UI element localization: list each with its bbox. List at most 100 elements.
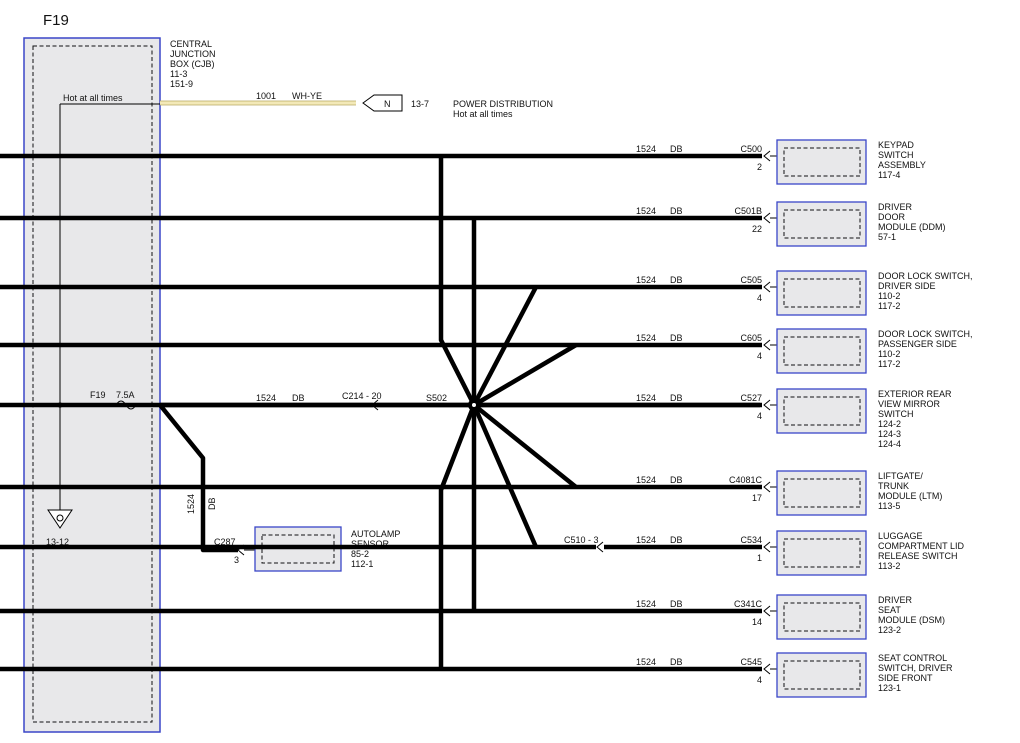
- branch-color: DB: [670, 393, 683, 403]
- branch-circuit: 1524: [636, 144, 656, 154]
- component-label-line: 123-1: [878, 683, 901, 693]
- branch-pin: 2: [757, 162, 762, 172]
- branch-wire: [472, 343, 578, 407]
- component-label-line: 123-2: [878, 625, 901, 635]
- component-label-line: DOOR LOCK SWITCH,: [878, 271, 973, 281]
- connector-icon: [763, 150, 771, 162]
- component-label-line: SWITCH: [878, 409, 914, 419]
- branch-color: DB: [670, 657, 683, 667]
- n-connector-label: N: [384, 99, 391, 109]
- component-box: [776, 139, 867, 185]
- component-label-line: LIFTGATE/: [878, 471, 923, 481]
- branch-color: DB: [670, 206, 683, 216]
- connector-icon: [763, 541, 771, 553]
- branch-connector: C545: [740, 657, 762, 667]
- branch-wire: [472, 403, 578, 489]
- main-wire-color: DB: [292, 393, 305, 403]
- component-label-line: 110-2: [878, 349, 900, 359]
- branch-connector: C605: [740, 333, 762, 343]
- cjb-box: [23, 37, 161, 733]
- branch-pin: 17: [752, 493, 762, 503]
- component-label-line: 124-3: [878, 429, 901, 439]
- branch-color: DB: [670, 475, 683, 485]
- cjb-label-line: JUNCTION: [170, 49, 216, 59]
- branch-color: DB: [670, 599, 683, 609]
- branch-connector: C505: [740, 275, 762, 285]
- autolamp-wire-color: DB: [207, 497, 217, 510]
- n-page-ref: 13-7: [411, 99, 429, 109]
- branch-circuit: 1524: [636, 206, 656, 216]
- component-label-line: 113-2: [878, 561, 900, 571]
- autolamp-connector: C287: [214, 537, 236, 547]
- component-label-line: VIEW MIRROR: [878, 399, 940, 409]
- branch-pin: 4: [757, 675, 762, 685]
- component-label-line: DRIVER SIDE: [878, 281, 936, 291]
- component-label-line: DOOR: [878, 212, 906, 222]
- inline-connector-label: C510 - 3: [564, 535, 599, 545]
- branch-connector: C341C: [734, 599, 763, 609]
- branch-circuit: 1524: [636, 475, 656, 485]
- component-label-line: 124-2: [878, 419, 901, 429]
- component-label-line: 117-2: [878, 301, 900, 311]
- autolamp-label-line: 85-2: [351, 549, 369, 559]
- component-label-line: TRUNK: [878, 481, 909, 491]
- cjb-label: CENTRAL JUNCTION BOX (CJB) 11-3 151-9: [170, 39, 216, 89]
- component-label-line: 113-5: [878, 501, 900, 511]
- component-label-line: 110-2: [878, 291, 900, 301]
- inline-connector-icon: [596, 541, 604, 553]
- connector-icon: [763, 399, 771, 411]
- component-label-line: DOOR LOCK SWITCH,: [878, 329, 973, 339]
- component-box: [776, 594, 867, 640]
- component-label-line: SEAT CONTROL: [878, 653, 947, 663]
- component-label-line: DRIVER: [878, 595, 913, 605]
- component-box: [776, 652, 867, 698]
- power-distribution-label: POWER DISTRIBUTION: [453, 99, 553, 109]
- branch-circuit: 1524: [636, 657, 656, 667]
- branch-pin: 4: [757, 351, 762, 361]
- branch-circuit: 1524: [636, 393, 656, 403]
- branch-wire: [438, 156, 477, 407]
- component-label-line: EXTERIOR REAR: [878, 389, 952, 399]
- branch-circuit: 1524: [636, 535, 656, 545]
- branch-color: DB: [670, 275, 683, 285]
- component-label-line: 57-1: [878, 232, 896, 242]
- splice-label: S502: [426, 393, 447, 403]
- component-label-line: 117-2: [878, 359, 900, 369]
- autolamp-pin: 3: [234, 555, 239, 565]
- component-label-line: DRIVER: [878, 202, 913, 212]
- branch-wire: [471, 404, 539, 548]
- branch-connector: C501B: [734, 206, 762, 216]
- component-label-line: KEYPAD: [878, 140, 914, 150]
- autolamp-label-line: SENSOR: [351, 539, 390, 549]
- hot-at-all-times-label: Hot at all times: [63, 93, 123, 103]
- cjb-label-line: 151-9: [170, 79, 193, 89]
- main-wire-circuit: 1524: [256, 393, 276, 403]
- component-label-line: SWITCH, DRIVER: [878, 663, 953, 673]
- component-label-line: COMPARTMENT LID: [878, 541, 965, 551]
- branch-circuit: 1524: [636, 275, 656, 285]
- branch-color: DB: [670, 535, 683, 545]
- connector-icon: [763, 339, 771, 351]
- component-box: [776, 270, 867, 316]
- power-distribution-label: Hot at all times: [453, 109, 513, 119]
- branch-pin: 22: [752, 224, 762, 234]
- component-box: [776, 530, 867, 576]
- connector-icon: [763, 605, 771, 617]
- page-title: F19: [43, 12, 69, 29]
- autolamp-label-line: AUTOLAMP: [351, 529, 400, 539]
- cjb-label-line: CENTRAL: [170, 39, 212, 49]
- cjb-label-line: BOX (CJB): [170, 59, 215, 69]
- branch-pin: 4: [757, 293, 762, 303]
- ground-icon: [47, 509, 73, 529]
- ground-page-ref: 13-12: [46, 537, 69, 547]
- cjb-label-line: 11-3: [170, 69, 187, 79]
- cjb-inner-border: [32, 45, 153, 723]
- autolamp-label-line: 112-1: [351, 559, 373, 569]
- autolamp-wire: [158, 403, 238, 553]
- connector-icon: [763, 663, 771, 675]
- component-label-line: PASSENGER SIDE: [878, 339, 957, 349]
- main-connector-label: C214 - 20: [342, 391, 382, 401]
- component-label-line: MODULE (DDM): [878, 222, 946, 232]
- component-label-line: MODULE (LTM): [878, 491, 942, 501]
